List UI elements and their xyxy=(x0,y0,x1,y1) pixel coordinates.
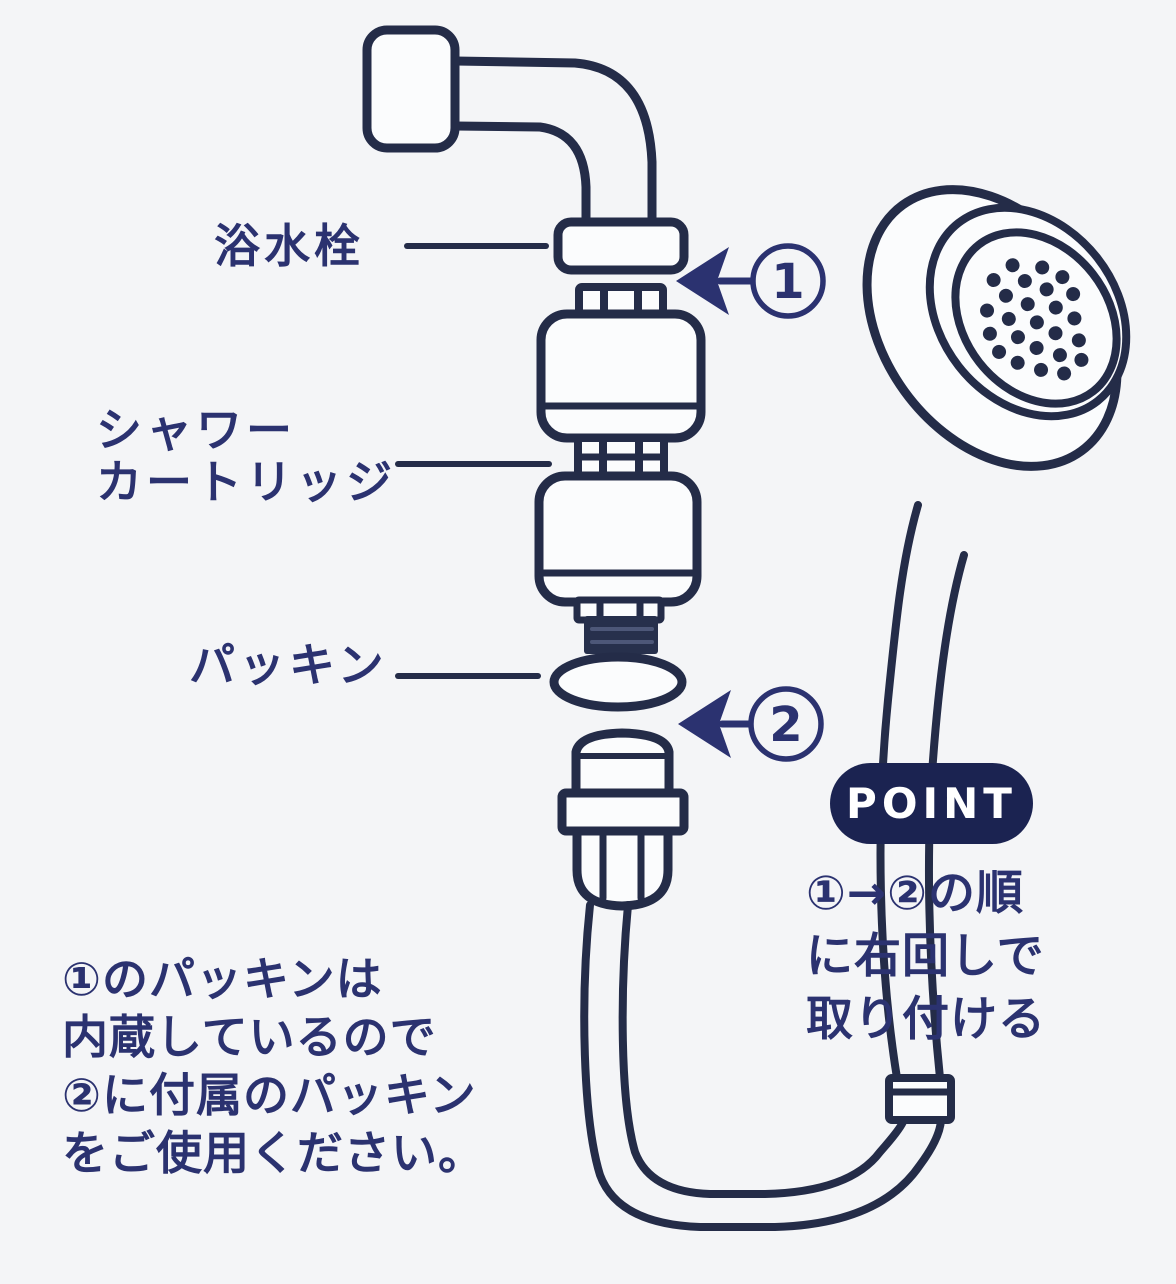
marker-2-number: 2 xyxy=(769,697,802,753)
label-shower-cartridge: シャワー カートリッジ xyxy=(96,403,396,509)
shower-hose xyxy=(580,901,945,1231)
cartridge-bottom-thread xyxy=(573,596,665,654)
spray-holes xyxy=(980,258,1089,381)
packing-ring xyxy=(549,652,687,712)
step-1-marker: 1 xyxy=(676,243,826,319)
hose-end-connector xyxy=(885,1074,955,1124)
wall-flange xyxy=(362,25,460,153)
arrow-left-icon xyxy=(678,690,731,758)
point-note: ①→②の順 に右回しで 取り付ける xyxy=(806,862,1046,1051)
packing-note-line2: 内蔵しているので xyxy=(62,1010,437,1064)
arrow-left-icon xyxy=(676,247,729,315)
faucet-outlet xyxy=(553,217,689,275)
packing-note-line3: ②に付属のパッキン xyxy=(62,1068,477,1122)
label-shower-cartridge-line1: シャワー xyxy=(96,403,296,457)
packing-note: ①のパッキンは 内蔵しているので ②に付属のパッキン をご使用ください。 xyxy=(62,950,485,1182)
label-packing: パッキン xyxy=(189,638,388,692)
step-2-marker: 2 xyxy=(678,686,824,762)
point-note-line1: ①→②の順 xyxy=(806,866,1024,921)
packing-note-line4: をご使用ください。 xyxy=(62,1126,485,1180)
point-note-line3: 取り付ける xyxy=(806,992,1046,1047)
marker-1-number: 1 xyxy=(771,254,804,310)
shower-head xyxy=(862,185,1131,471)
cartridge-middle-joint xyxy=(574,434,668,482)
cartridge-upper-body xyxy=(536,309,706,443)
point-note-line2: に右回しで xyxy=(806,929,1045,984)
faucet-pipe xyxy=(450,56,657,226)
label-faucet: 浴水栓 xyxy=(214,219,364,273)
packing-note-line1: ①のパッキンは xyxy=(62,952,383,1006)
hose-connector xyxy=(557,728,689,911)
point-badge: POINT xyxy=(830,763,1033,844)
label-shower-cartridge-line2: カートリッジ xyxy=(96,454,396,509)
cartridge-lower-body xyxy=(534,471,702,607)
